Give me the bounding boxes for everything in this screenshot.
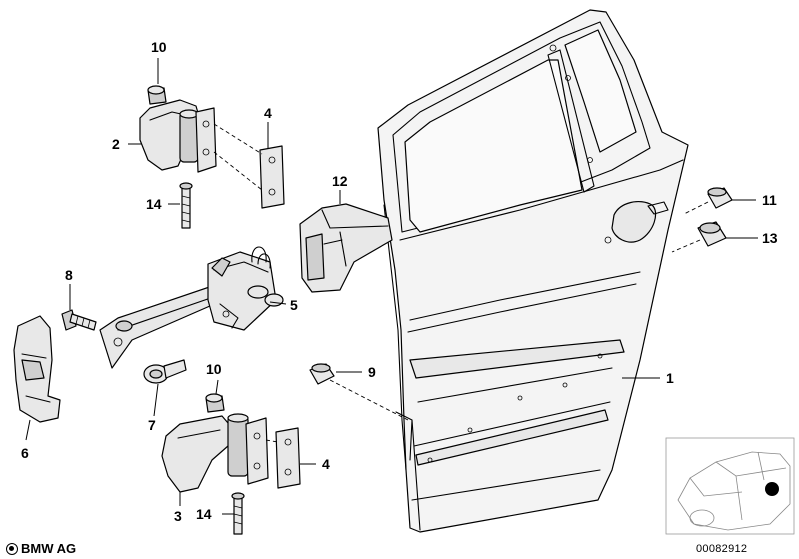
brand-text: BMW AG: [21, 541, 77, 556]
door-check[interactable]: [99, 246, 284, 369]
callout-nut-upper: 10: [151, 39, 167, 55]
callout-grommet-9: 9: [368, 364, 376, 380]
leader-lines: [25, 58, 758, 515]
upper-hinge[interactable]: [139, 99, 217, 173]
callout-bolt-8: 8: [65, 267, 73, 283]
callout-lower-hinge: 3: [174, 508, 182, 524]
nut-upper[interactable]: [147, 85, 167, 105]
car-location-inset: [665, 437, 795, 535]
clip-11[interactable]: [707, 187, 733, 209]
check-bracket[interactable]: [299, 203, 393, 293]
callout-upper-hinge: 2: [112, 136, 120, 152]
callout-bolt-7: 7: [148, 417, 156, 433]
callout-hinge-plate-lower: 4: [322, 456, 330, 472]
callout-clip-11: 11: [762, 192, 777, 208]
screw-lower[interactable]: [231, 492, 245, 535]
rear-door[interactable]: [377, 9, 689, 533]
bmw-logo-icon: [6, 543, 18, 555]
grommet-9[interactable]: [309, 363, 335, 385]
doc-number: 00082912: [696, 543, 748, 555]
lower-hinge[interactable]: [161, 413, 269, 493]
plug-13[interactable]: [697, 221, 727, 247]
brand-label: BMW AG: [6, 541, 76, 556]
callout-door: 1: [666, 370, 674, 386]
hinge-plate-upper[interactable]: [259, 145, 285, 209]
callout-screw-upper: 14: [146, 196, 162, 212]
callout-nut-lower: 10: [206, 361, 222, 377]
nut-lower[interactable]: [205, 393, 225, 413]
hinge-plate-lower[interactable]: [275, 427, 301, 489]
seal-cover[interactable]: [13, 315, 61, 423]
bolt-7[interactable]: [143, 359, 187, 384]
screw-upper[interactable]: [179, 182, 193, 229]
callout-plug-13: 13: [762, 230, 778, 246]
location-marker: [765, 482, 779, 496]
callout-hinge-plate-upper: 4: [264, 105, 272, 121]
car-outline: [677, 451, 791, 531]
callout-screw-lower: 14: [196, 506, 212, 522]
callout-check-bracket: 12: [332, 173, 348, 189]
callout-door-check: 5: [290, 297, 298, 313]
callout-seal-cover: 6: [21, 445, 29, 461]
bolt-8[interactable]: [61, 309, 97, 331]
